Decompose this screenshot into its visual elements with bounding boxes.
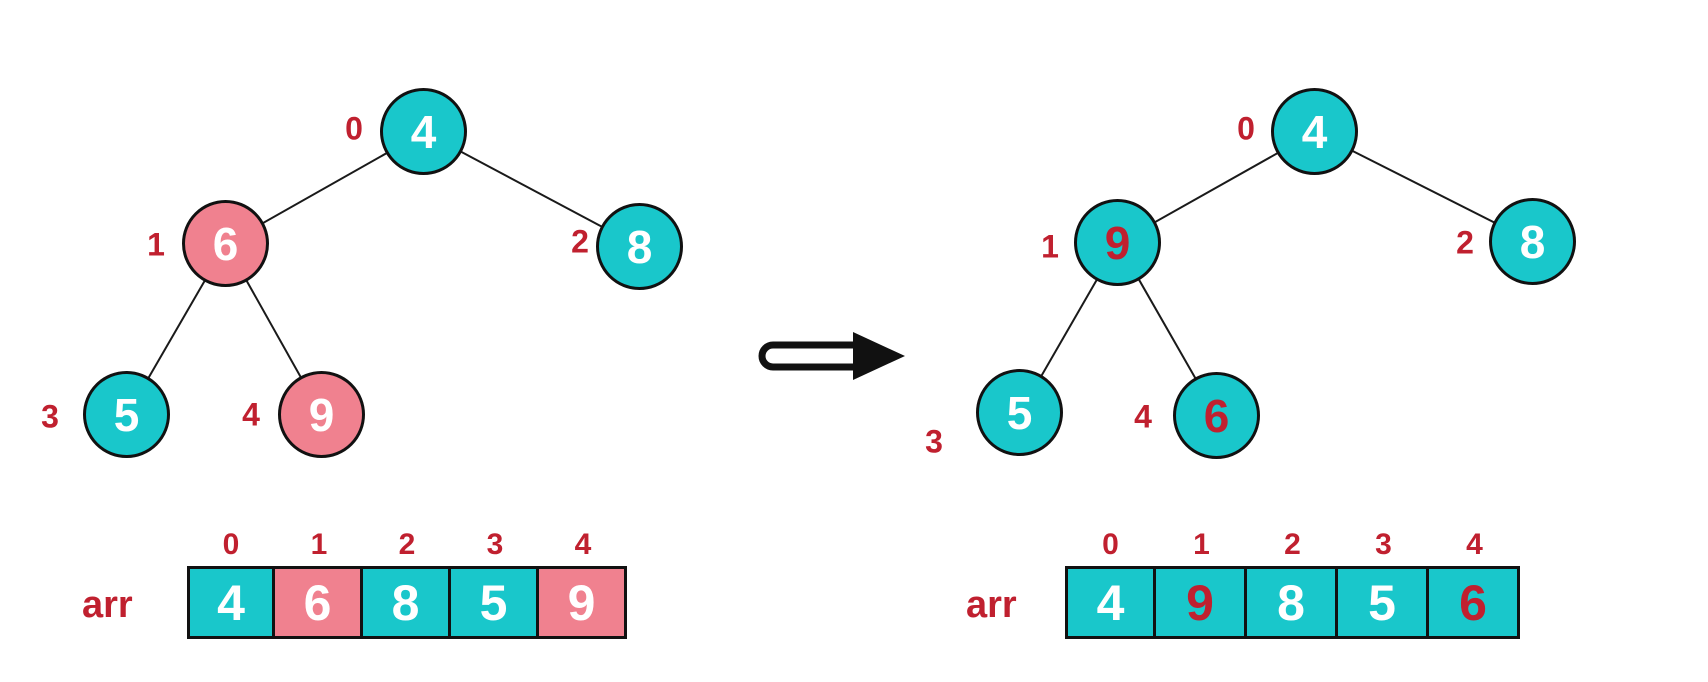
right-node-index-label-2: 2 — [1456, 224, 1474, 261]
array-cell: 6 — [275, 566, 363, 639]
array-cell: 5 — [1338, 566, 1429, 639]
right-tree-node-2: 8 — [1489, 198, 1576, 285]
left-array-cells: 4 6 8 5 9 — [187, 566, 627, 639]
arrow-shaft — [758, 341, 858, 371]
right-tree-node-1: 9 — [1074, 199, 1161, 286]
arrow-head — [853, 332, 905, 380]
right-node-index-label-1: 1 — [1041, 228, 1059, 265]
array-index-label: 0 — [1102, 528, 1119, 561]
right-node-index-label-0: 0 — [1237, 110, 1255, 147]
array-cell: 8 — [363, 566, 451, 639]
left-array-name-label: arr — [82, 584, 133, 626]
array-cell: 9 — [539, 566, 627, 639]
array-index-label: 3 — [1375, 528, 1392, 561]
left-tree-node-3: 5 — [83, 371, 170, 458]
array-cell: 4 — [1065, 566, 1156, 639]
array-cell: 8 — [1247, 566, 1338, 639]
array-index-label: 4 — [574, 528, 592, 561]
right-tree-node-0: 4 — [1271, 88, 1358, 175]
right-array-index-row: 0 1 2 3 4 — [1065, 528, 1520, 562]
left-node-index-label-3: 3 — [41, 398, 59, 435]
array-cell: 9 — [1156, 566, 1247, 639]
right-array-cells: 4 9 8 5 6 — [1065, 566, 1520, 639]
array-cell: 6 — [1429, 566, 1520, 639]
array-index-label: 1 — [310, 528, 328, 561]
left-node-index-label-2: 2 — [571, 223, 589, 260]
right-arrow-icon — [758, 332, 905, 380]
left-node-index-label-4: 4 — [242, 396, 260, 433]
array-cell: 5 — [451, 566, 539, 639]
right-array-name-label: arr — [966, 584, 1017, 626]
left-tree-node-2: 8 — [596, 203, 683, 290]
array-cell: 4 — [187, 566, 275, 639]
left-tree-node-1: 6 — [182, 200, 269, 287]
left-tree-node-0: 4 — [380, 88, 467, 175]
left-array-index-row: 0 1 2 3 4 — [187, 528, 627, 562]
array-index-label: 3 — [486, 528, 504, 561]
array-index-label: 0 — [222, 528, 240, 561]
left-node-index-label-1: 1 — [147, 226, 165, 263]
right-node-index-label-4: 4 — [1134, 398, 1152, 435]
array-index-label: 2 — [1284, 528, 1301, 561]
array-index-label: 1 — [1193, 528, 1210, 561]
left-array-block: 0 1 2 3 4 4 6 8 5 9 — [187, 528, 627, 639]
right-node-index-label-3: 3 — [925, 423, 943, 460]
right-tree-node-3: 5 — [976, 369, 1063, 456]
left-node-index-label-0: 0 — [345, 110, 363, 147]
array-index-label: 2 — [398, 528, 416, 561]
array-index-label: 4 — [1466, 528, 1483, 561]
right-tree-node-4: 6 — [1173, 372, 1260, 459]
left-tree-node-4: 9 — [278, 371, 365, 458]
right-array-block: 0 1 2 3 4 4 9 8 5 6 — [1065, 528, 1520, 639]
